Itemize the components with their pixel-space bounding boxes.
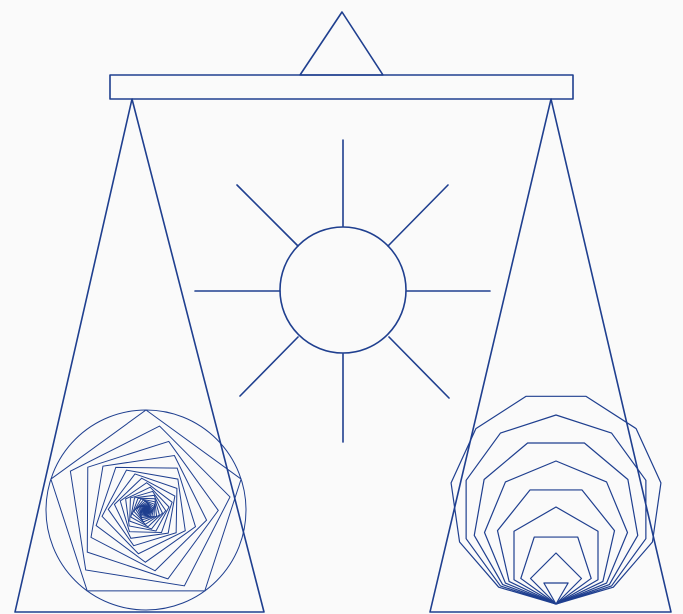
spiral-pentagon <box>146 510 147 511</box>
